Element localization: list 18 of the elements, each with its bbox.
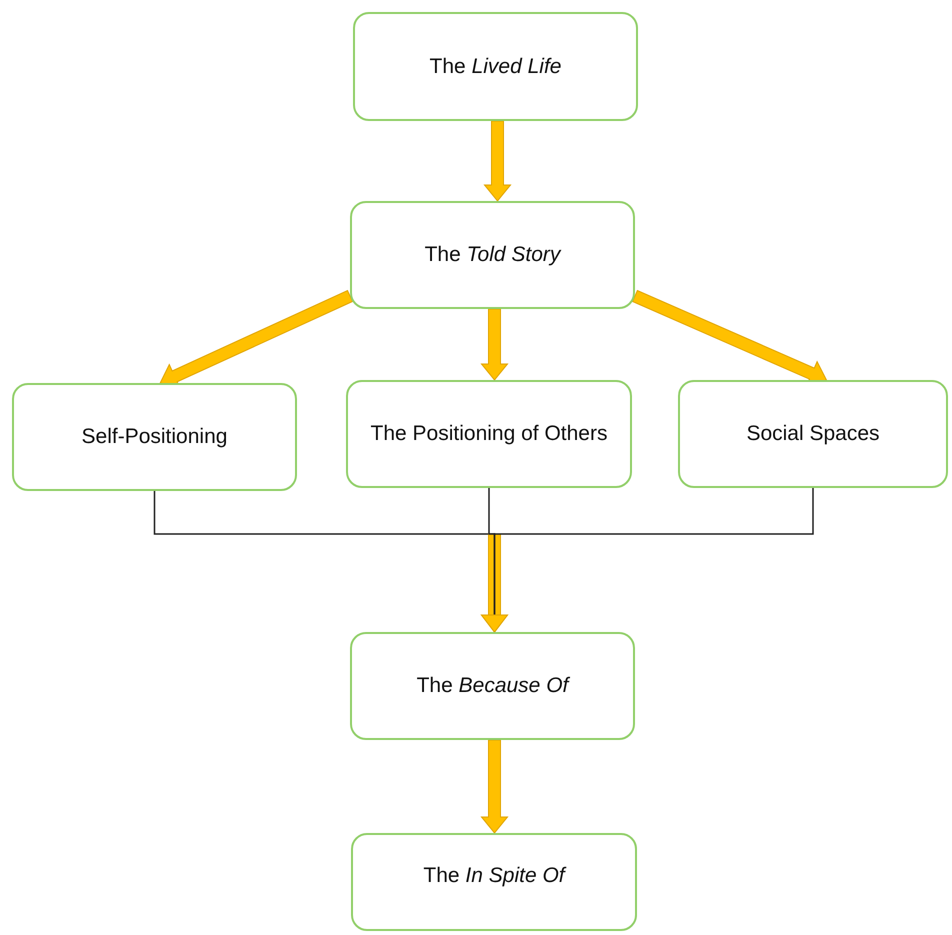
process-box (350, 201, 635, 309)
process-box (351, 833, 637, 931)
process-box (346, 380, 632, 488)
block-arrow (480, 740, 509, 834)
box-label: The In Spite Of (423, 863, 565, 890)
process-box (678, 380, 948, 488)
box-label: Social Spaces (746, 421, 880, 448)
box-label: Self-Positioning (82, 424, 228, 450)
block-arrow (483, 120, 512, 202)
box-label: The Positioning of Others (370, 421, 608, 448)
process-box (350, 632, 635, 740)
box-label: The Because Of (416, 673, 568, 700)
box-label: The Lived Life (430, 54, 562, 80)
block-arrow (480, 308, 509, 381)
process-box (12, 383, 297, 491)
process-box (353, 12, 638, 121)
box-label: The Told Story (424, 242, 560, 268)
bracket-line (481, 488, 814, 632)
